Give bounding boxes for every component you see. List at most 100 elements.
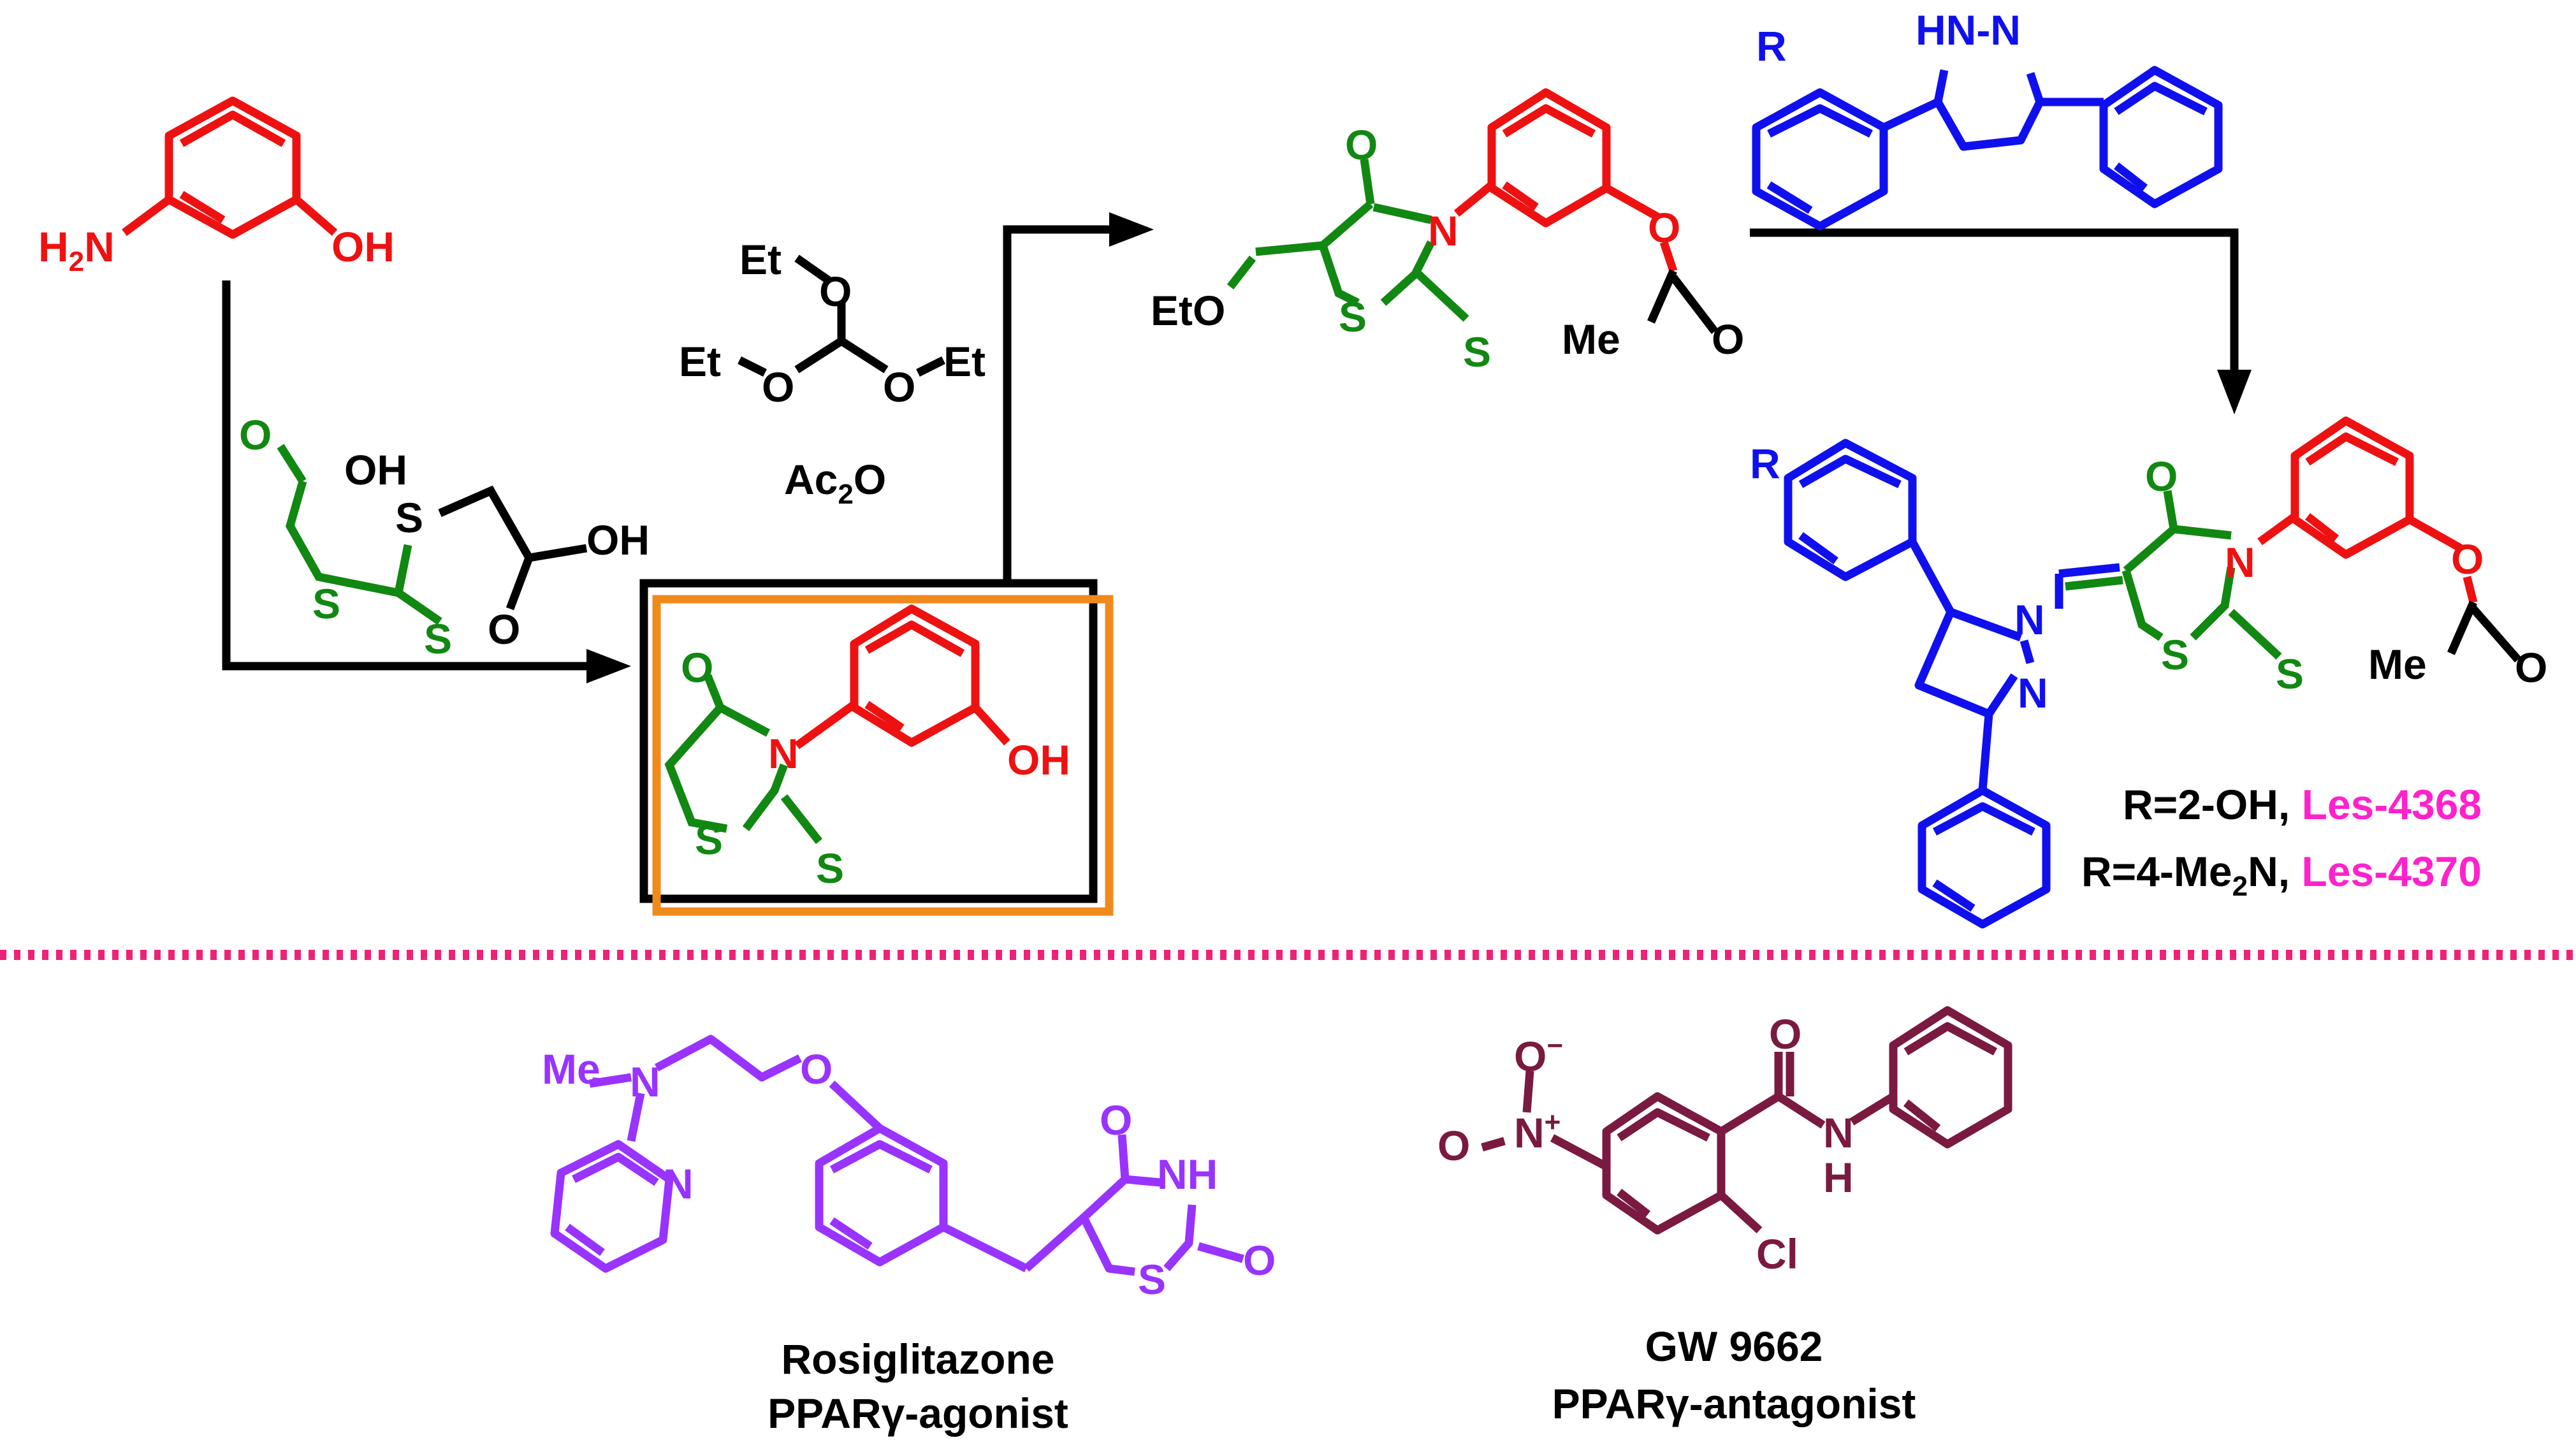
trithio-coh-b bbox=[528, 544, 588, 562]
ethoxy-oxo: O bbox=[1345, 121, 1378, 168]
trithio-s-a: S bbox=[395, 494, 423, 541]
gw9662-role: PPARγ-antagonist bbox=[1552, 1380, 1916, 1427]
orthoformate-o-right: O bbox=[883, 363, 915, 411]
rhodanine-co bbox=[703, 674, 725, 709]
aminophenol-hydroxyl: OH bbox=[331, 223, 395, 270]
rosiglitazone-n-amine: N bbox=[630, 1058, 660, 1105]
final-n1: N bbox=[2014, 596, 2045, 643]
arrowheads bbox=[586, 212, 2252, 683]
final-s-ring: S bbox=[2161, 631, 2189, 678]
rhodanine-oh: OH bbox=[1007, 736, 1070, 783]
rhodanine-intermediate: O N OH S S bbox=[664, 604, 1070, 892]
rhodanine-s-ring: S bbox=[695, 816, 723, 863]
rosiglitazone-s-ring: S bbox=[1138, 1256, 1166, 1303]
rhodanine-ring-s bbox=[742, 763, 789, 831]
rhodanine-phenyl-inner-low bbox=[864, 701, 905, 732]
orthoformate-reagent: Et O Et O O Et Ac2O bbox=[679, 236, 986, 510]
ethoxy-carbonyl-o: O bbox=[1712, 316, 1744, 363]
arrow-aminophenol-to-rhodanine bbox=[222, 280, 599, 671]
aminophenol-inner-bonds bbox=[179, 110, 286, 147]
gw9662-o-minus: O− bbox=[1514, 1030, 1563, 1080]
arrowhead-right-1 bbox=[586, 649, 631, 683]
ethoxy-ester-o: O bbox=[1648, 204, 1680, 251]
final-n-thiazolidine: N bbox=[2225, 539, 2255, 586]
arrowhead-right-2 bbox=[1109, 212, 1154, 247]
trithio-s-bond bbox=[394, 544, 412, 594]
final-product: R O N N N S S O Me O R=2-OH, Les-4368 R=… bbox=[1750, 416, 2547, 929]
rosiglitazone-oxo: O bbox=[1100, 1096, 1132, 1144]
highlight-box-orange bbox=[652, 595, 1114, 916]
trithiocarbonate-reagent: O OH S S S O OH bbox=[239, 411, 650, 662]
aminophenol-inner-bond-low bbox=[179, 191, 226, 224]
gw9662-name: GW 9662 bbox=[1645, 1323, 1823, 1370]
variant-les-4368: R=2-OH, Les-4368 bbox=[2123, 781, 2482, 828]
trithio-chain-a bbox=[286, 480, 400, 597]
rhodanine-phenyl-inner bbox=[864, 620, 965, 657]
final-carbonyl-o: O bbox=[2515, 644, 2547, 691]
trithio-co-b bbox=[506, 556, 534, 611]
orthoformate-o-top: O bbox=[819, 268, 852, 315]
aminophenol-ring bbox=[164, 96, 301, 239]
rhodanine-n: N bbox=[768, 730, 799, 777]
final-r: R bbox=[1750, 440, 1780, 487]
pyrazoline-r: R bbox=[1756, 22, 1787, 69]
rhodanine-ring bbox=[664, 704, 728, 833]
final-n2: N bbox=[2018, 669, 2048, 716]
rosiglitazone-nh: NH bbox=[1157, 1151, 1218, 1198]
aminophenol-bond-o bbox=[293, 196, 338, 236]
trithio-co-double bbox=[277, 444, 307, 484]
ethoxy-s-ring: S bbox=[1339, 293, 1367, 340]
gw9662-n-plus: N+ bbox=[1514, 1107, 1561, 1156]
rhodanine-c-n bbox=[718, 704, 771, 737]
acetic-anhydride-label: Ac2O bbox=[784, 456, 886, 510]
aminophenol: H2N OH bbox=[38, 96, 395, 277]
rhodanine-phenyl bbox=[850, 604, 980, 747]
pyrazoline-hn-n: HN-N bbox=[1916, 6, 2021, 54]
rhodanine-oxo: O bbox=[681, 644, 713, 691]
pyrazoline-reagent: R HN-N bbox=[1752, 6, 2223, 231]
trithio-oh-a: OH bbox=[344, 446, 407, 493]
trithio-chain-b bbox=[438, 485, 533, 560]
trithio-s-thione: S bbox=[424, 615, 452, 662]
ethoxy-n: N bbox=[1428, 207, 1459, 254]
ethoxy-eto: EtO bbox=[1151, 287, 1225, 334]
orthoformate-et-right: Et bbox=[943, 338, 986, 385]
gw9662-o-nitro: O bbox=[1437, 1122, 1470, 1169]
rosiglitazone-name: Rosiglitazone bbox=[781, 1335, 1054, 1383]
aminophenol-bond-n bbox=[122, 196, 171, 236]
rhodanine-thione bbox=[780, 794, 823, 845]
variant-les-4370: R=4-Me2N, Les-4370 bbox=[2081, 848, 2482, 902]
rosiglitazone-n-pyridine: N bbox=[663, 1160, 694, 1207]
trithio-oxo-b: O bbox=[488, 606, 520, 653]
trithio-oxo-a: O bbox=[239, 411, 272, 458]
arrow-to-final-product bbox=[1750, 228, 2239, 382]
ethoxymethylene-product: O N EtO S S O Me O bbox=[1151, 88, 1744, 375]
rosiglitazone-oxo2: O bbox=[1243, 1237, 1276, 1284]
ethoxy-s-thione: S bbox=[1463, 328, 1491, 375]
orthoformate-et-top: Et bbox=[739, 236, 782, 283]
trithio-thione-double bbox=[396, 589, 442, 625]
rhodanine-n-aryl bbox=[794, 701, 857, 750]
rhodanine-bond-oh bbox=[972, 704, 1010, 746]
final-me: Me bbox=[2368, 641, 2427, 688]
final-ester-o: O bbox=[2451, 535, 2484, 583]
gw9662-nh-n: N bbox=[1823, 1109, 1854, 1156]
final-s-thione: S bbox=[2276, 650, 2304, 697]
orthoformate-o-left: O bbox=[762, 363, 794, 411]
gw9662-cl: Cl bbox=[1756, 1230, 1798, 1277]
highlight-box-black bbox=[639, 579, 1098, 903]
final-oxo: O bbox=[2145, 453, 2178, 500]
gw9662: O− O N+ O N H Cl GW 9662 PPARγ-antagonis… bbox=[1437, 1006, 2012, 1427]
gw9662-oxo: O bbox=[1769, 1010, 1801, 1058]
trithio-oh-b: OH bbox=[586, 516, 650, 564]
trithio-s-b: S bbox=[312, 580, 340, 627]
rosiglitazone-o-ether: O bbox=[800, 1045, 833, 1093]
reaction-arrows bbox=[222, 225, 2239, 671]
aminophenol-amine: H2N bbox=[38, 223, 115, 277]
orthoformate-et-left: Et bbox=[679, 338, 721, 385]
arrow-rhodanine-to-ethoxymethylene bbox=[1003, 225, 1116, 583]
rosiglitazone-me: Me bbox=[542, 1045, 600, 1093]
gw9662-nh-h: H bbox=[1823, 1154, 1854, 1201]
ethoxy-me: Me bbox=[1562, 316, 1620, 363]
